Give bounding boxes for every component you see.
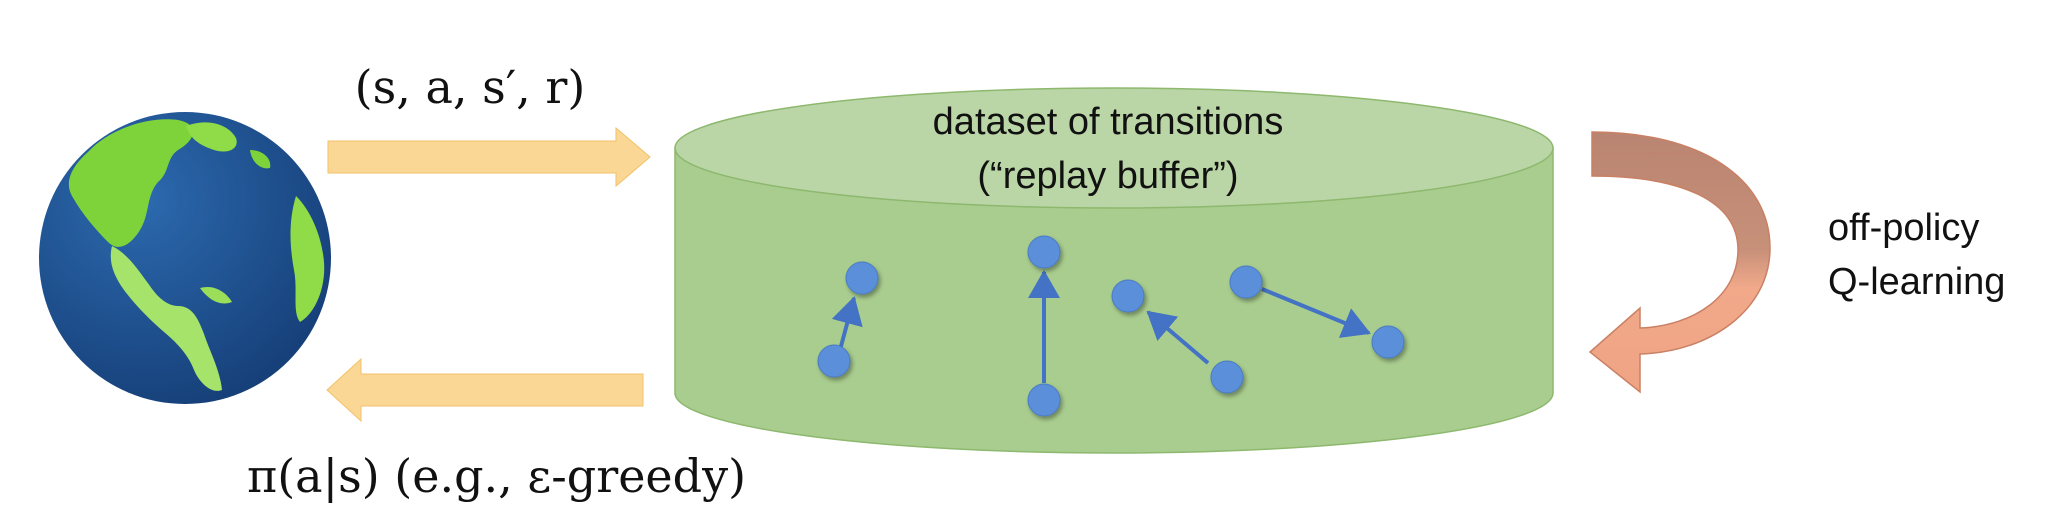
buffer-title-line1: dataset of transitions — [933, 101, 1284, 143]
transition-point — [1027, 383, 1061, 417]
transition-point — [1371, 325, 1405, 359]
update-label-line1: off-policy — [1828, 207, 1979, 249]
transition-tuple-label: (s, a, s′, r) — [355, 60, 586, 114]
transition-link — [1146, 310, 1210, 365]
curved-arrow-icon — [1588, 131, 1771, 394]
transition-point — [1027, 235, 1061, 269]
transition-link — [831, 296, 863, 351]
update-label-line2: Q-learning — [1828, 261, 2005, 303]
transition-point — [817, 344, 851, 378]
transition-point — [1111, 279, 1145, 313]
buffer-title-line2: (“replay buffer”) — [977, 155, 1238, 197]
transition-link — [1261, 287, 1371, 338]
transition-point — [1229, 265, 1263, 299]
globe-icon — [39, 112, 331, 404]
left-arrow-icon — [326, 357, 644, 423]
transition-point — [845, 261, 879, 295]
right-arrow-icon — [327, 126, 651, 188]
policy-label: π(a|s) (e.g., ε-greedy) — [247, 449, 746, 503]
transition-point — [1210, 360, 1244, 394]
